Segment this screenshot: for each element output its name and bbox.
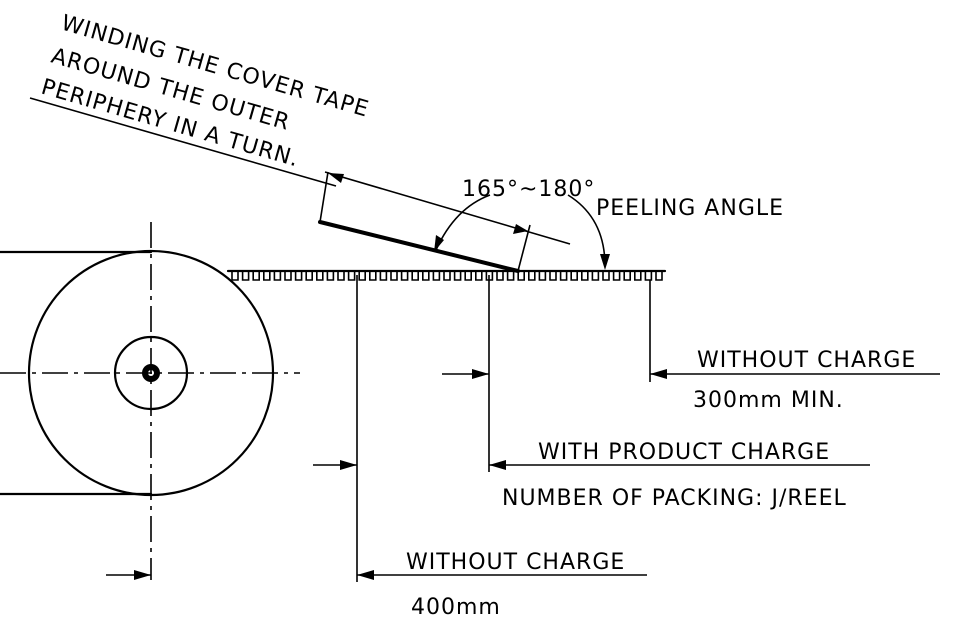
tape-pocket — [475, 271, 483, 281]
tape-pocket — [634, 271, 642, 281]
cover-tape-dimension-line — [324, 171, 571, 245]
tape-pocket — [358, 271, 366, 281]
tape-pocket — [655, 271, 663, 281]
tape-pocket — [496, 271, 504, 281]
leader-length-label: 400mm — [411, 595, 501, 620]
dim-product-arrow-right — [489, 460, 506, 470]
tape-pocket — [517, 271, 525, 281]
tape-pocket — [528, 271, 536, 281]
peeled-cover-tape — [318, 220, 520, 273]
tape-pocket — [241, 271, 250, 281]
winding-note-leader — [29, 97, 337, 187]
tape-pocket — [316, 271, 324, 281]
tape-pocket — [538, 271, 547, 281]
tape-pocket — [347, 271, 356, 281]
dim-300mm-arrow-left — [472, 369, 489, 379]
tape-pocket — [273, 271, 282, 281]
tape-pocket — [305, 271, 313, 281]
carrier-tape-pockets — [231, 271, 663, 281]
dim-400mm-arrow-right — [357, 570, 374, 580]
tape-pocket — [326, 271, 335, 281]
tape-pocket — [506, 271, 515, 281]
peeling-angle-label: PEELING ANGLE — [596, 196, 784, 221]
tape-pocket — [231, 271, 239, 281]
without-charge-label-bottom: WITHOUT CHARGE — [406, 550, 625, 575]
peeling-arc-arrow-start — [434, 235, 444, 252]
tape-pocket — [422, 271, 430, 281]
tape-pocket — [400, 271, 409, 281]
packing-number-label: NUMBER OF PACKING: J/REEL — [502, 486, 847, 511]
peeling-arc-arrow-end — [600, 254, 610, 270]
tape-pocket — [644, 271, 653, 281]
tape-pocket — [570, 271, 578, 281]
tape-pocket — [591, 271, 600, 281]
dim-300mm-arrow-right — [650, 369, 667, 379]
tape-pocket — [549, 271, 557, 281]
without-charge-label-top: WITHOUT CHARGE — [697, 348, 916, 373]
tape-pocket — [602, 271, 610, 281]
tape-pocket — [369, 271, 377, 281]
cover-tape-ext-end — [517, 224, 531, 272]
tape-pocket — [263, 271, 271, 281]
dimension-arrow-end — [513, 224, 528, 234]
peeling-angle-value: 165°~180° — [462, 177, 595, 202]
tape-pocket — [581, 271, 589, 281]
tape-pocket — [284, 271, 292, 281]
tape-pocket — [337, 271, 345, 281]
tape-pocket — [411, 271, 419, 281]
carrier-tape — [226, 269, 667, 281]
tape-pocket — [294, 271, 303, 281]
tape-pocket — [443, 271, 451, 281]
tape-pocket — [390, 271, 398, 281]
cover-tape-ext-start — [319, 171, 329, 223]
tape-pocket — [252, 271, 260, 281]
with-product-charge-label: WITH PRODUCT CHARGE — [538, 440, 830, 465]
dim-400mm-arrow-left — [134, 570, 151, 580]
tape-pocket — [623, 271, 631, 281]
tape-pocket — [453, 271, 462, 281]
tape-pocket — [379, 271, 388, 281]
dim-product-arrow-left — [340, 460, 357, 470]
tape-pocket — [559, 271, 568, 281]
min-length-label: 300mm MIN. — [693, 388, 844, 413]
dimension-arrow-start — [328, 173, 344, 183]
peeling-angle-arc — [435, 194, 491, 251]
tape-pocket — [464, 271, 472, 281]
tape-pocket — [612, 271, 621, 281]
tape-pocket — [432, 271, 441, 281]
